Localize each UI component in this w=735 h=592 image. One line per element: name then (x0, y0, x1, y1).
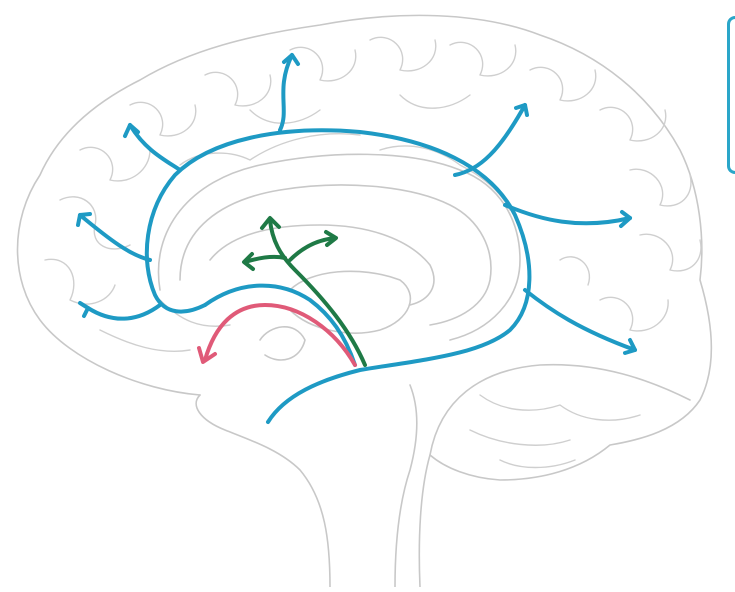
blue-main-arc (144, 128, 532, 424)
green-trunk (268, 218, 367, 367)
green-pathway (242, 216, 367, 367)
cerebellum-outline (429, 363, 691, 456)
side-panel-edge[interactable] (727, 16, 735, 174)
cortex-folds (44, 36, 702, 469)
corpus-callosum-inner (179, 184, 492, 326)
red-arc (203, 303, 357, 367)
fornix (209, 224, 435, 306)
blue-pathway (76, 53, 637, 424)
hypothalamus (259, 326, 306, 361)
brainstem-outline (195, 394, 331, 588)
red-pathway (197, 303, 357, 367)
brain-outline (16, 14, 713, 588)
thalamus (289, 270, 412, 334)
corpus-callosum-outer (157, 153, 521, 341)
blue-inner-branch (203, 283, 357, 367)
brainstem-inner (394, 384, 418, 588)
